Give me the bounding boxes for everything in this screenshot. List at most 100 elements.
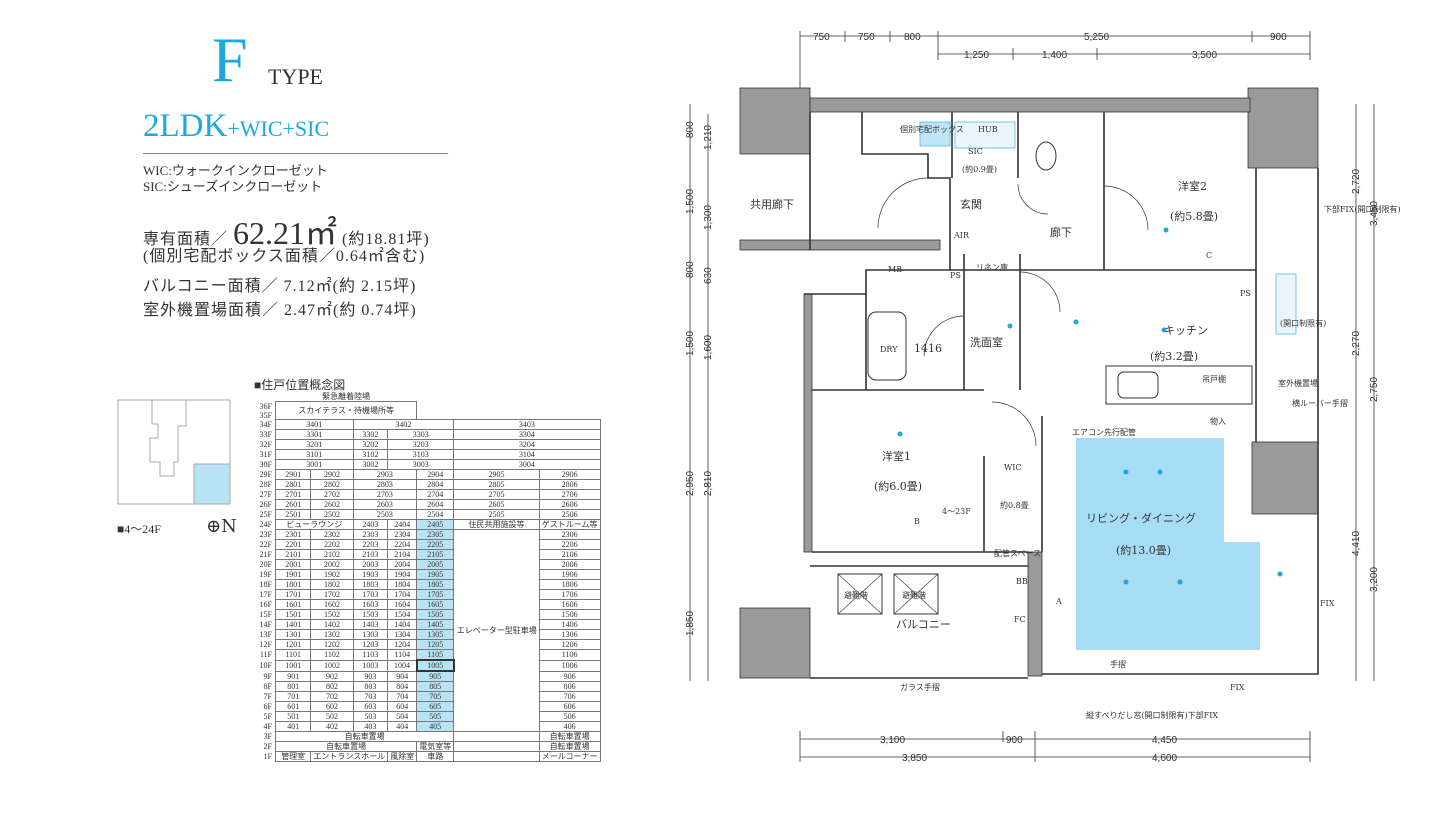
unit-cell: 1805: [416, 579, 455, 590]
unit-cell: 2805: [453, 479, 540, 490]
unit-cell: 1804: [387, 579, 418, 590]
floor-number: 8F: [263, 682, 272, 691]
unit-cell: 804: [387, 681, 418, 692]
roof-label: 緊急離着陸場: [322, 392, 371, 401]
unit-cell: 1502: [310, 609, 354, 620]
unit-cell: 1801: [274, 579, 312, 590]
table-row: 緊急離着陸場: [254, 392, 600, 402]
unit-cell: 1501: [274, 609, 312, 620]
svg-text:4,600: 4,600: [1152, 753, 1177, 764]
electric-room: 電気室等: [416, 741, 455, 752]
svg-text:2,720: 2,720: [1351, 169, 1362, 194]
unit-cell: 2204: [387, 539, 418, 550]
unit-cell: 403: [352, 721, 389, 732]
header-rule: [143, 153, 448, 154]
unit-cell: 1905: [416, 569, 455, 580]
unit-cell: 705: [416, 691, 455, 702]
svg-text:3,100: 3,100: [880, 735, 905, 746]
svg-text:1,300: 1,300: [703, 205, 714, 230]
svg-text:800: 800: [685, 121, 696, 138]
floor-number: 20F: [259, 560, 272, 569]
note-wic: WIC:ウォークインクローゼット: [143, 163, 328, 178]
unit-cell: 2501: [274, 509, 312, 520]
floor-number: 26F: [259, 500, 272, 509]
svg-text:1,250: 1,250: [964, 50, 989, 61]
unit-cell: 2201: [274, 539, 312, 550]
unit-cell: 1403: [352, 619, 389, 630]
floor-number: 12F: [259, 640, 272, 649]
unit-cell: 1802: [310, 579, 354, 590]
unit-cell: 2702: [310, 489, 354, 500]
unit-cell: 902: [310, 670, 354, 682]
unit-cell: 3101: [275, 449, 354, 460]
unit-cell: 3201: [275, 439, 354, 450]
unit-cell: 1401: [274, 619, 312, 630]
unit-cell: 3402: [352, 419, 455, 430]
unit-cell: 1505: [416, 609, 455, 620]
unit-cell: 1503: [352, 609, 389, 620]
unit-cell: 906: [538, 670, 601, 682]
svg-text:BB: BB: [1016, 577, 1028, 586]
svg-text:(開口制限有): (開口制限有): [1280, 318, 1326, 328]
unit-cell: 2305: [416, 529, 455, 540]
bicycle-parking: 自転車置場: [274, 741, 418, 752]
svg-text:3,450: 3,450: [1369, 201, 1380, 226]
floor-number: 18F: [259, 580, 272, 589]
unit-cell: 1901: [274, 569, 312, 580]
svg-text:(約5.8畳): (約5.8畳): [1170, 209, 1218, 223]
bicycle-parking: 自転車置場: [538, 731, 601, 742]
unit-cell: 2803: [352, 479, 418, 490]
svg-text:1,500: 1,500: [685, 331, 696, 356]
unit-cell: 904: [387, 670, 418, 682]
unit-cell: 603: [352, 701, 389, 712]
unit-cell: 2103: [352, 549, 389, 560]
svg-text:1,400: 1,400: [1042, 50, 1067, 61]
floor-number: 31F: [259, 450, 272, 459]
floor-number: 1F: [263, 752, 272, 761]
unit-cell: 1304: [387, 629, 418, 640]
floor-number: 15F: [259, 610, 272, 619]
unit-cell: 2502: [310, 509, 354, 520]
unit-cell: 2001: [274, 559, 312, 570]
balcony-area: バルコニー面積／ 7.12㎡(約 2.15坪): [143, 278, 417, 295]
living-fill-lower: [1076, 542, 1260, 650]
svg-text:配管スペース: 配管スペース: [994, 548, 1041, 558]
svg-text:玄関: 玄関: [960, 197, 982, 211]
unit-cell: 2404: [387, 519, 418, 530]
svg-text:洋室2: 洋室2: [1178, 179, 1207, 193]
unit-cell: 2905: [453, 469, 540, 480]
unit-cell: 606: [538, 701, 601, 712]
unit-cell: 3002: [352, 459, 389, 470]
unit-cell: 3301: [275, 429, 354, 440]
unit-cell: 2302: [310, 529, 354, 540]
unit-cell: 402: [310, 721, 354, 732]
unit-cell: 1405: [416, 619, 455, 630]
floor-number: 19F: [259, 570, 272, 579]
floor-number: 6F: [263, 702, 272, 711]
svg-text:縦すべりだし窓(開口制限有)下部FIX: 縦すべりだし窓(開口制限有)下部FIX: [1086, 710, 1218, 720]
unit-cell: 2205: [416, 539, 455, 550]
floor-number: 34F: [259, 420, 272, 429]
unit-cell: 1504: [387, 609, 418, 620]
unit-cell: 2206: [538, 539, 601, 550]
unit-cell: 1904: [387, 569, 418, 580]
unit-cell: 1906: [538, 569, 601, 580]
type-word: TYPE: [268, 64, 323, 89]
unit-cell: 1602: [310, 599, 354, 610]
unit-cell: 1002: [310, 659, 354, 672]
unit-cell: 3001: [275, 459, 354, 470]
mail-corner: メールコーナー: [538, 751, 601, 762]
unit-cell: 3401: [275, 419, 354, 430]
floor-number: 2F: [263, 742, 272, 751]
unit-cell: 2601: [274, 499, 312, 510]
unit-cell: 2104: [387, 549, 418, 560]
